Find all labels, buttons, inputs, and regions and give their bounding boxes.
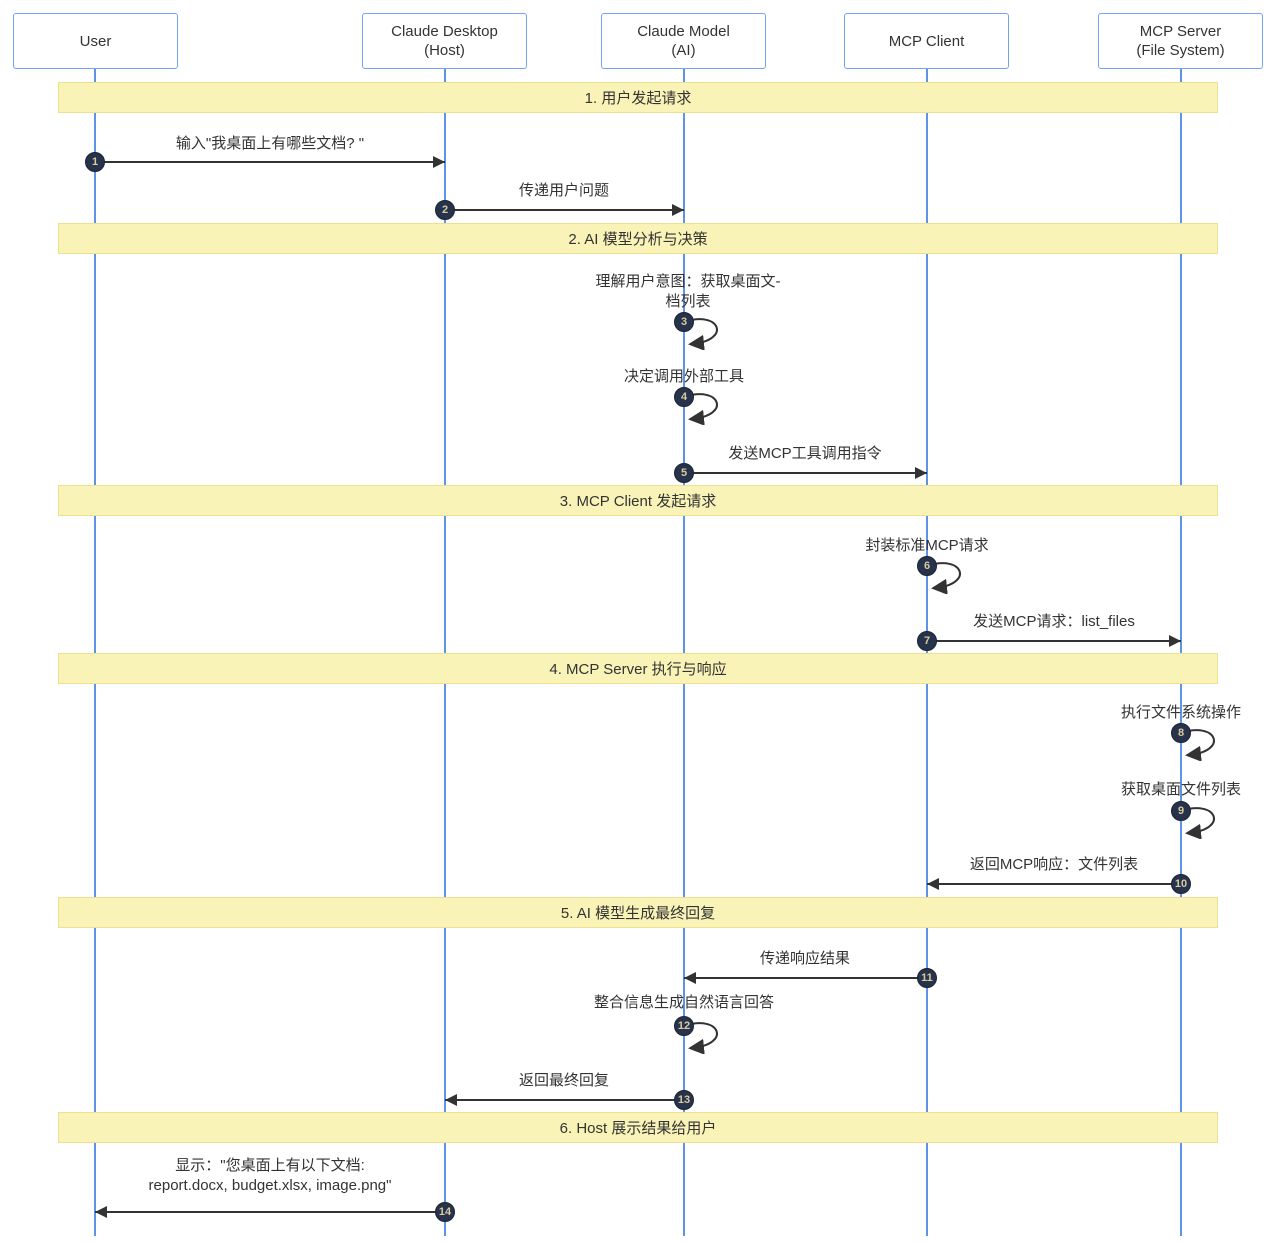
message-line <box>95 161 445 163</box>
phase-band-3: 3. MCP Client 发起请求 <box>58 485 1218 516</box>
message-label: 发送MCP请求：list_files <box>973 613 1135 630</box>
participant-sublabel: (Host) <box>424 42 465 59</box>
arrowhead-icon <box>672 204 684 216</box>
arrowhead-icon <box>445 1094 457 1106</box>
message-line <box>684 977 927 979</box>
self-loop-arrow <box>926 562 961 594</box>
message-line <box>445 209 684 211</box>
message-label: 显示："您桌面上有以下文档: report.docx, budget.xlsx,… <box>149 1156 392 1196</box>
phase-band-label: 3. MCP Client 发起请求 <box>559 493 717 510</box>
message-label: 整合信息生成自然语言回答 <box>593 994 775 1011</box>
message-label-line1: 显示："您桌面上有以下文档: <box>175 1157 365 1174</box>
phase-band-6: 6. Host 展示结果给用户 <box>58 1112 1218 1143</box>
phase-band-label: 6. Host 展示结果给用户 <box>559 1120 717 1137</box>
phase-band-label: 1. 用户发起请求 <box>584 90 692 107</box>
message-line <box>927 640 1181 642</box>
sequence-number: 1 <box>85 152 105 172</box>
sequence-number: 6 <box>917 556 937 576</box>
participant-model: Claude Model (AI) <box>601 13 766 69</box>
participant-label: Claude Model <box>637 23 730 40</box>
participant-label: User <box>79 32 112 50</box>
sequence-number: 12 <box>674 1016 694 1036</box>
arrowhead-icon <box>684 972 696 984</box>
message-label: 返回MCP响应：文件列表 <box>969 856 1139 873</box>
participant-sublabel: (File System) <box>1136 42 1225 59</box>
sequence-number: 11 <box>917 968 937 988</box>
lifeline-user <box>94 69 96 1236</box>
message-label: 决定调用外部工具 <box>623 368 745 385</box>
message-label-line2: 档列表 <box>665 293 711 310</box>
participant-host: Claude Desktop (Host) <box>362 13 527 69</box>
message-label: 传递响应结果 <box>759 950 851 967</box>
lifeline-server <box>1180 69 1182 1236</box>
message-label: 返回最终回复 <box>518 1072 610 1089</box>
message-label: 发送MCP工具调用指令 <box>728 445 882 462</box>
arrowhead-icon <box>1169 635 1181 647</box>
self-loop-arrow <box>1180 729 1215 761</box>
lifeline-model <box>683 69 685 1236</box>
message-label: 传递用户问题 <box>518 182 610 199</box>
sequence-number: 9 <box>1171 801 1191 821</box>
lifeline-client <box>926 69 928 1236</box>
sequence-number: 10 <box>1171 874 1191 894</box>
message-label: 获取桌面文件列表 <box>1120 781 1242 798</box>
message-label: 执行文件系统操作 <box>1120 704 1242 721</box>
arrowhead-icon <box>927 878 939 890</box>
message-label-line2: report.docx, budget.xlsx, image.png" <box>148 1177 392 1194</box>
arrowhead-icon <box>433 156 445 168</box>
participant-user: User <box>13 13 178 69</box>
self-loop-arrow <box>683 393 718 425</box>
message-label: 封装标准MCP请求 <box>865 537 989 554</box>
participant-label: MCP Client <box>888 32 965 50</box>
message-line <box>95 1211 445 1213</box>
self-loop-arrow <box>683 318 718 350</box>
phase-band-2: 2. AI 模型分析与决策 <box>58 223 1218 254</box>
sequence-number: 8 <box>1171 723 1191 743</box>
message-line <box>927 883 1181 885</box>
message-line <box>684 472 927 474</box>
message-label-line1: 理解用户意图：获取桌面文- <box>595 273 781 290</box>
participant-label: Claude Desktop <box>391 23 498 40</box>
sequence-number: 7 <box>917 631 937 651</box>
participant-label: MCP Server <box>1139 23 1222 40</box>
phase-band-label: 4. MCP Server 执行与响应 <box>549 661 727 678</box>
phase-band-label: 2. AI 模型分析与决策 <box>568 231 708 248</box>
lifeline-host <box>444 69 446 1236</box>
message-label: 理解用户意图：获取桌面文- 档列表 <box>596 272 781 312</box>
self-loop-arrow <box>1180 807 1215 839</box>
phase-band-1: 1. 用户发起请求 <box>58 82 1218 113</box>
phase-band-label: 5. AI 模型生成最终回复 <box>560 905 716 922</box>
phase-band-4: 4. MCP Server 执行与响应 <box>58 653 1218 684</box>
participant-client: MCP Client <box>844 13 1009 69</box>
message-label: 输入"我桌面上有哪些文档? " <box>175 135 365 152</box>
sequence-number: 5 <box>674 463 694 483</box>
sequence-number: 3 <box>674 312 694 332</box>
participant-server: MCP Server (File System) <box>1098 13 1263 69</box>
sequence-number: 4 <box>674 387 694 407</box>
sequence-number: 2 <box>435 200 455 220</box>
sequence-number: 14 <box>435 1202 455 1222</box>
self-loop-arrow <box>683 1022 718 1054</box>
arrowhead-icon <box>915 467 927 479</box>
participant-sublabel: (AI) <box>671 42 696 59</box>
sequence-number: 13 <box>674 1090 694 1110</box>
message-line <box>445 1099 684 1101</box>
phase-band-5: 5. AI 模型生成最终回复 <box>58 897 1218 928</box>
arrowhead-icon <box>95 1206 107 1218</box>
